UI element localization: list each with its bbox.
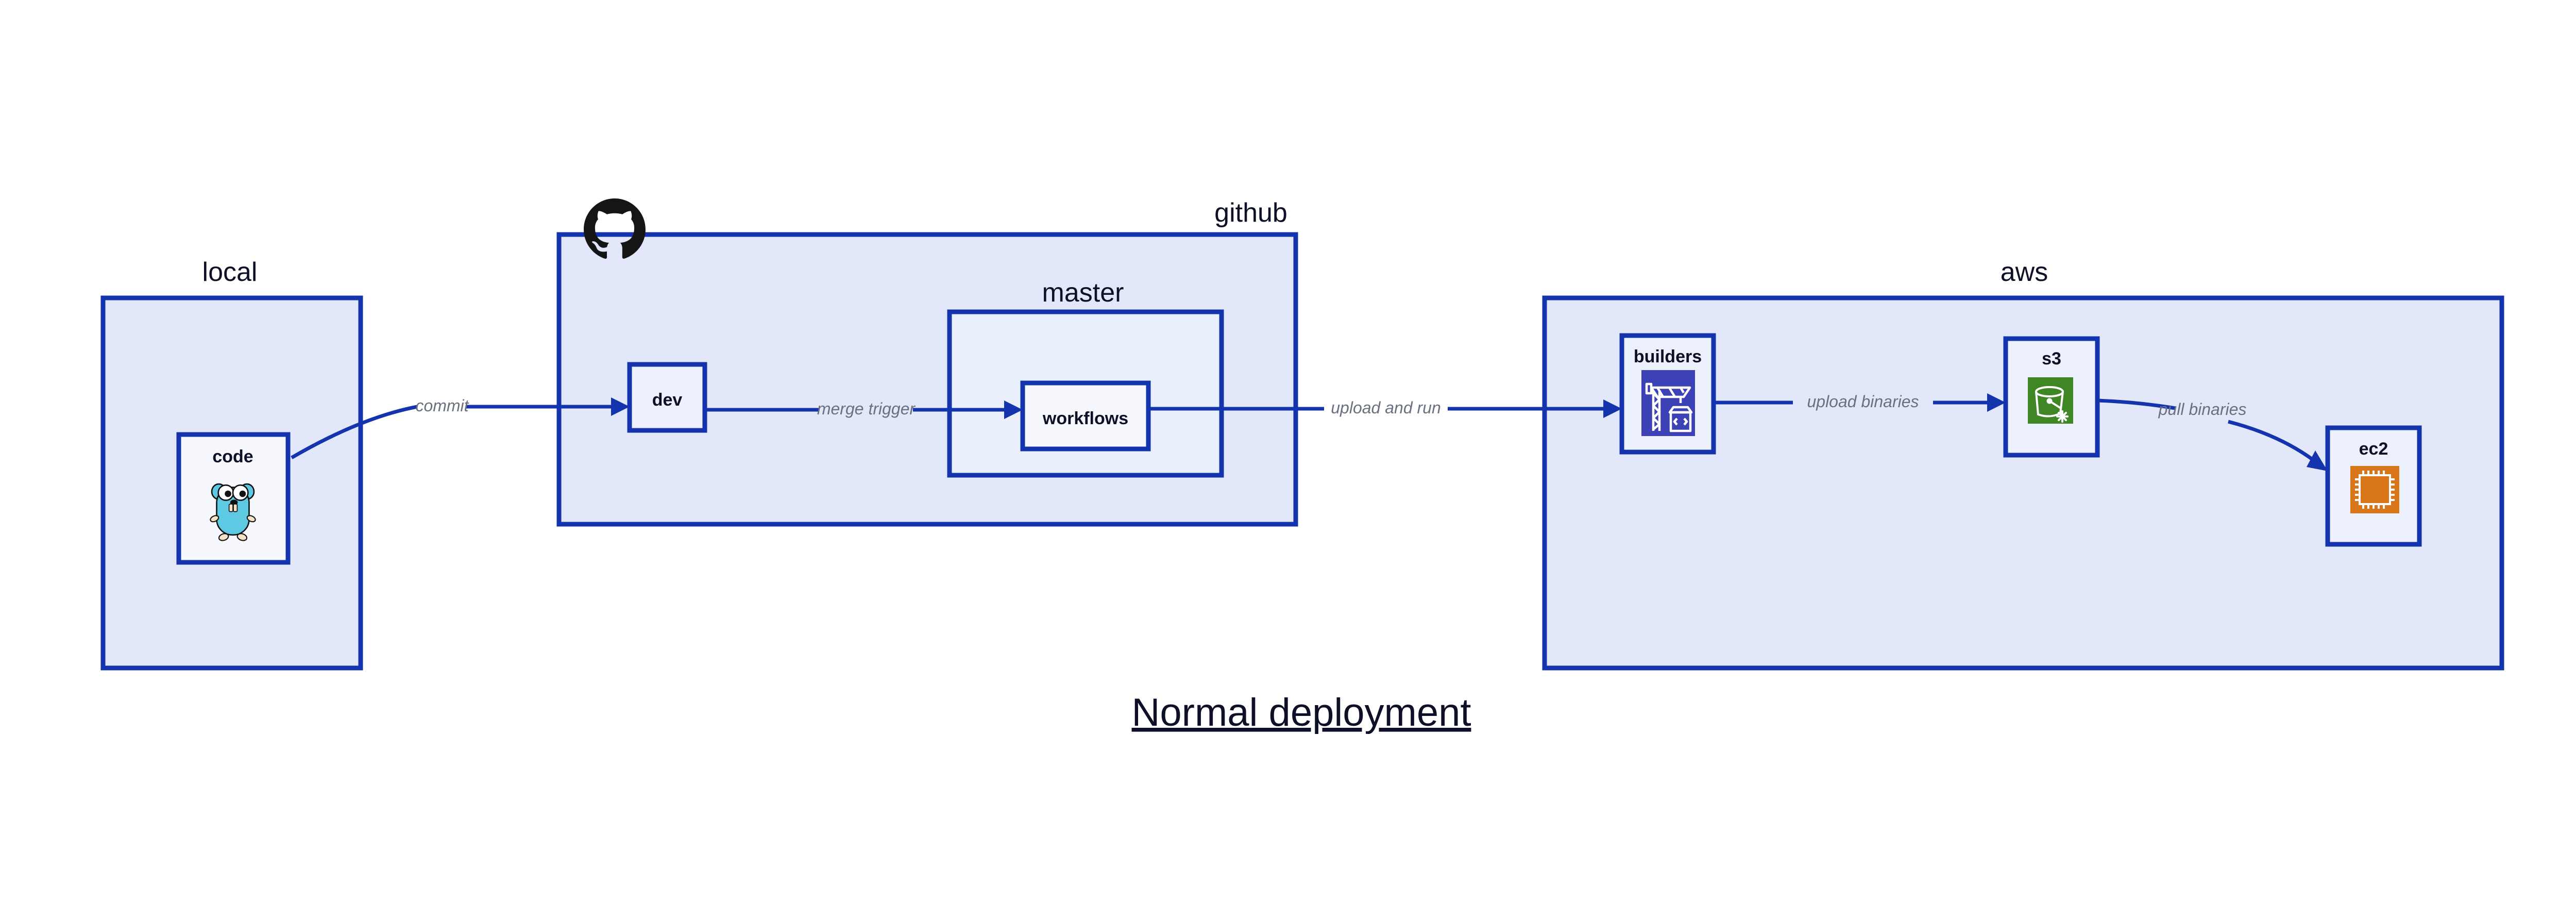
node-workflows[interactable]: workflows [1020,380,1151,452]
node-s3-label: s3 [2042,349,2061,369]
node-s3[interactable]: s3 [2003,336,2100,458]
edge-commit-label: commit [415,396,469,415]
github-octocat-icon [584,198,646,259]
node-ec2[interactable]: ec2 [2325,425,2422,547]
edge-pull-bin-line-right [2228,420,2320,465]
edge-commit-line-left [291,405,418,460]
node-dev-rect [627,362,707,433]
node-ec2-label: ec2 [2359,439,2388,459]
edge-commit-arrowhead [611,397,630,416]
edge-merge-arrowhead [1004,400,1023,419]
group-aws-label: aws [2001,257,2048,287]
go-gopher-icon [210,483,256,541]
group-github-label: github [1214,198,1287,228]
aws-codebuild-icon [1641,370,1695,436]
aws-s3-icon [2028,377,2073,424]
edge-merge-label: merge trigger [817,399,916,418]
node-code[interactable]: code [176,432,291,565]
group-master-label: master [1042,278,1124,308]
edge-pull-bin-label: pull binaries [2158,400,2247,419]
node-code-label: code [212,447,253,466]
diagram-title: Normal deployment [1132,691,1471,734]
node-dev[interactable]: dev [627,362,707,433]
node-builders[interactable]: builders [1619,333,1716,455]
edge-pull-bin-line-left [2097,398,2176,410]
edge-upload-run-arrowhead [1603,399,1622,418]
node-workflows-rect [1020,380,1151,452]
edge-pull-binaries[interactable]: pull binaries [2097,398,2328,471]
node-s3-rect [2003,336,2100,458]
node-workflows-label: workflows [1042,409,1128,428]
group-local-label: local [202,257,258,287]
node-dev-label: dev [652,390,683,410]
edge-commit[interactable]: commit [291,396,630,460]
node-builders-label: builders [1634,347,1702,366]
edge-upload-bin-label: upload binaries [1807,392,1919,411]
edge-upload-binaries[interactable]: upload binaries [1714,392,2006,412]
aws-ec2-icon [2350,466,2399,513]
edge-pull-bin-arrowhead [2307,450,2328,471]
edge-upload-bin-arrowhead [1987,393,2006,412]
edge-upload-run-label: upload and run [1331,398,1441,417]
edge-merge-trigger[interactable]: merge trigger [705,399,1023,419]
edge-upload-and-run[interactable]: upload and run [1148,398,1622,418]
